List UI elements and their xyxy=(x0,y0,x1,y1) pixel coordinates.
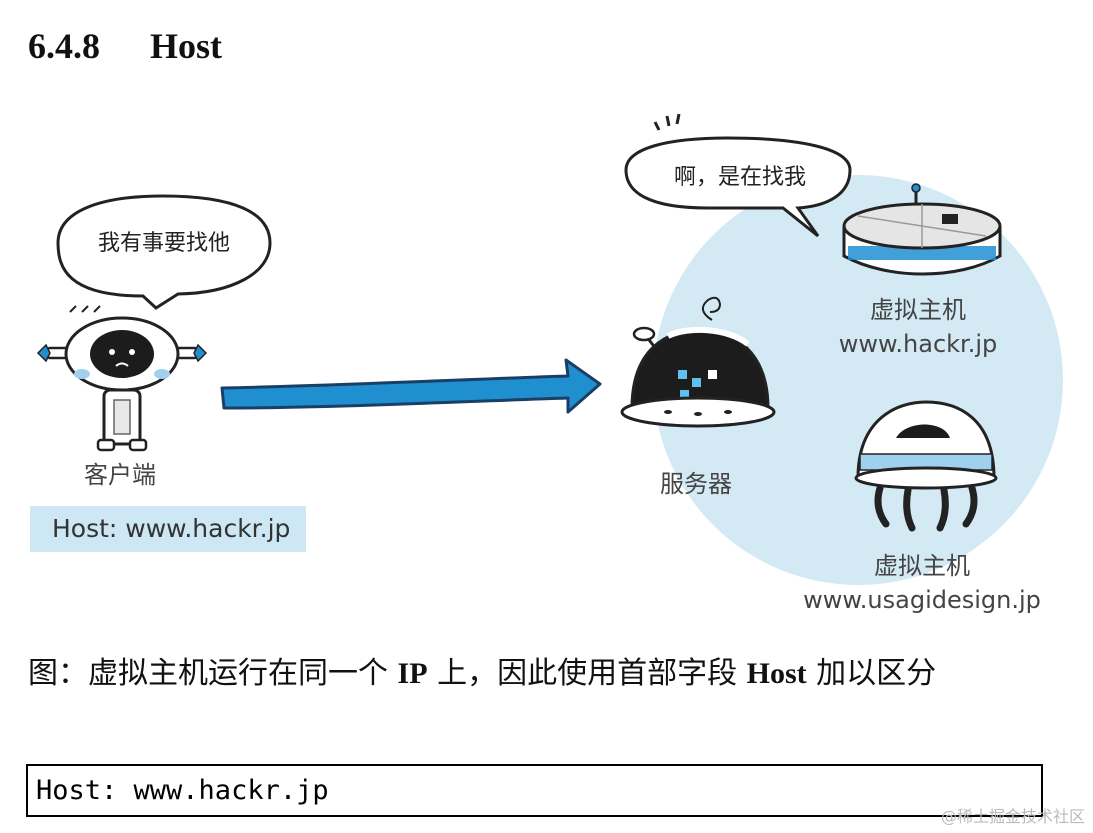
server-speech-text: 啊，是在找我 xyxy=(674,165,806,190)
watermark: @稀土掘金技术社区 xyxy=(940,807,1085,826)
virtual-host-2-icon xyxy=(854,400,998,532)
section-title: Host xyxy=(150,26,222,66)
figure-caption: 图：虚拟主机运行在同一个 IP 上，因此使用首部字段 Host 加以区分 xyxy=(28,654,1038,694)
server-robot-icon xyxy=(620,296,776,428)
code-text: Host: www.hackr.jp xyxy=(36,775,329,806)
virtual-host-1-domain: www.hackr.jp xyxy=(839,330,998,358)
client-label: 客户端 xyxy=(84,461,156,489)
virtual-host-2-domain: www.usagidesign.jp xyxy=(803,586,1041,614)
request-arrow xyxy=(220,358,602,414)
client-host-header: Host: www.hackr.jp xyxy=(52,514,290,543)
client-host-bar xyxy=(30,506,306,552)
caption-part-1: 图：虚拟主机运行在同一个 xyxy=(28,656,398,691)
code-block: Host: www.hackr.jp xyxy=(26,764,1043,817)
section-heading: 6.4.8 Host xyxy=(28,22,222,70)
virtual-host-2-label: 虚拟主机 xyxy=(874,552,970,580)
caption-ip: IP xyxy=(397,657,428,690)
server-speech-bubble: 啊，是在找我 xyxy=(624,113,852,238)
caption-part-2: 上，因此使用首部字段 xyxy=(427,656,747,691)
virtual-host-1-label: 虚拟主机 xyxy=(870,296,966,324)
client-robot-icon xyxy=(36,305,208,452)
virtual-host-1-icon xyxy=(842,183,1002,276)
caption-part-3: 加以区分 xyxy=(806,656,937,691)
host-diagram: 我有事要找他 客户端 Host: www.hackr.jp xyxy=(28,108,1063,628)
client-speech-bubble: 我有事要找他 xyxy=(56,194,272,310)
server-label: 服务器 xyxy=(660,470,732,498)
client-speech-text: 我有事要找他 xyxy=(98,231,230,256)
section-number: 6.4.8 xyxy=(28,26,100,66)
caption-host: Host xyxy=(746,657,807,690)
